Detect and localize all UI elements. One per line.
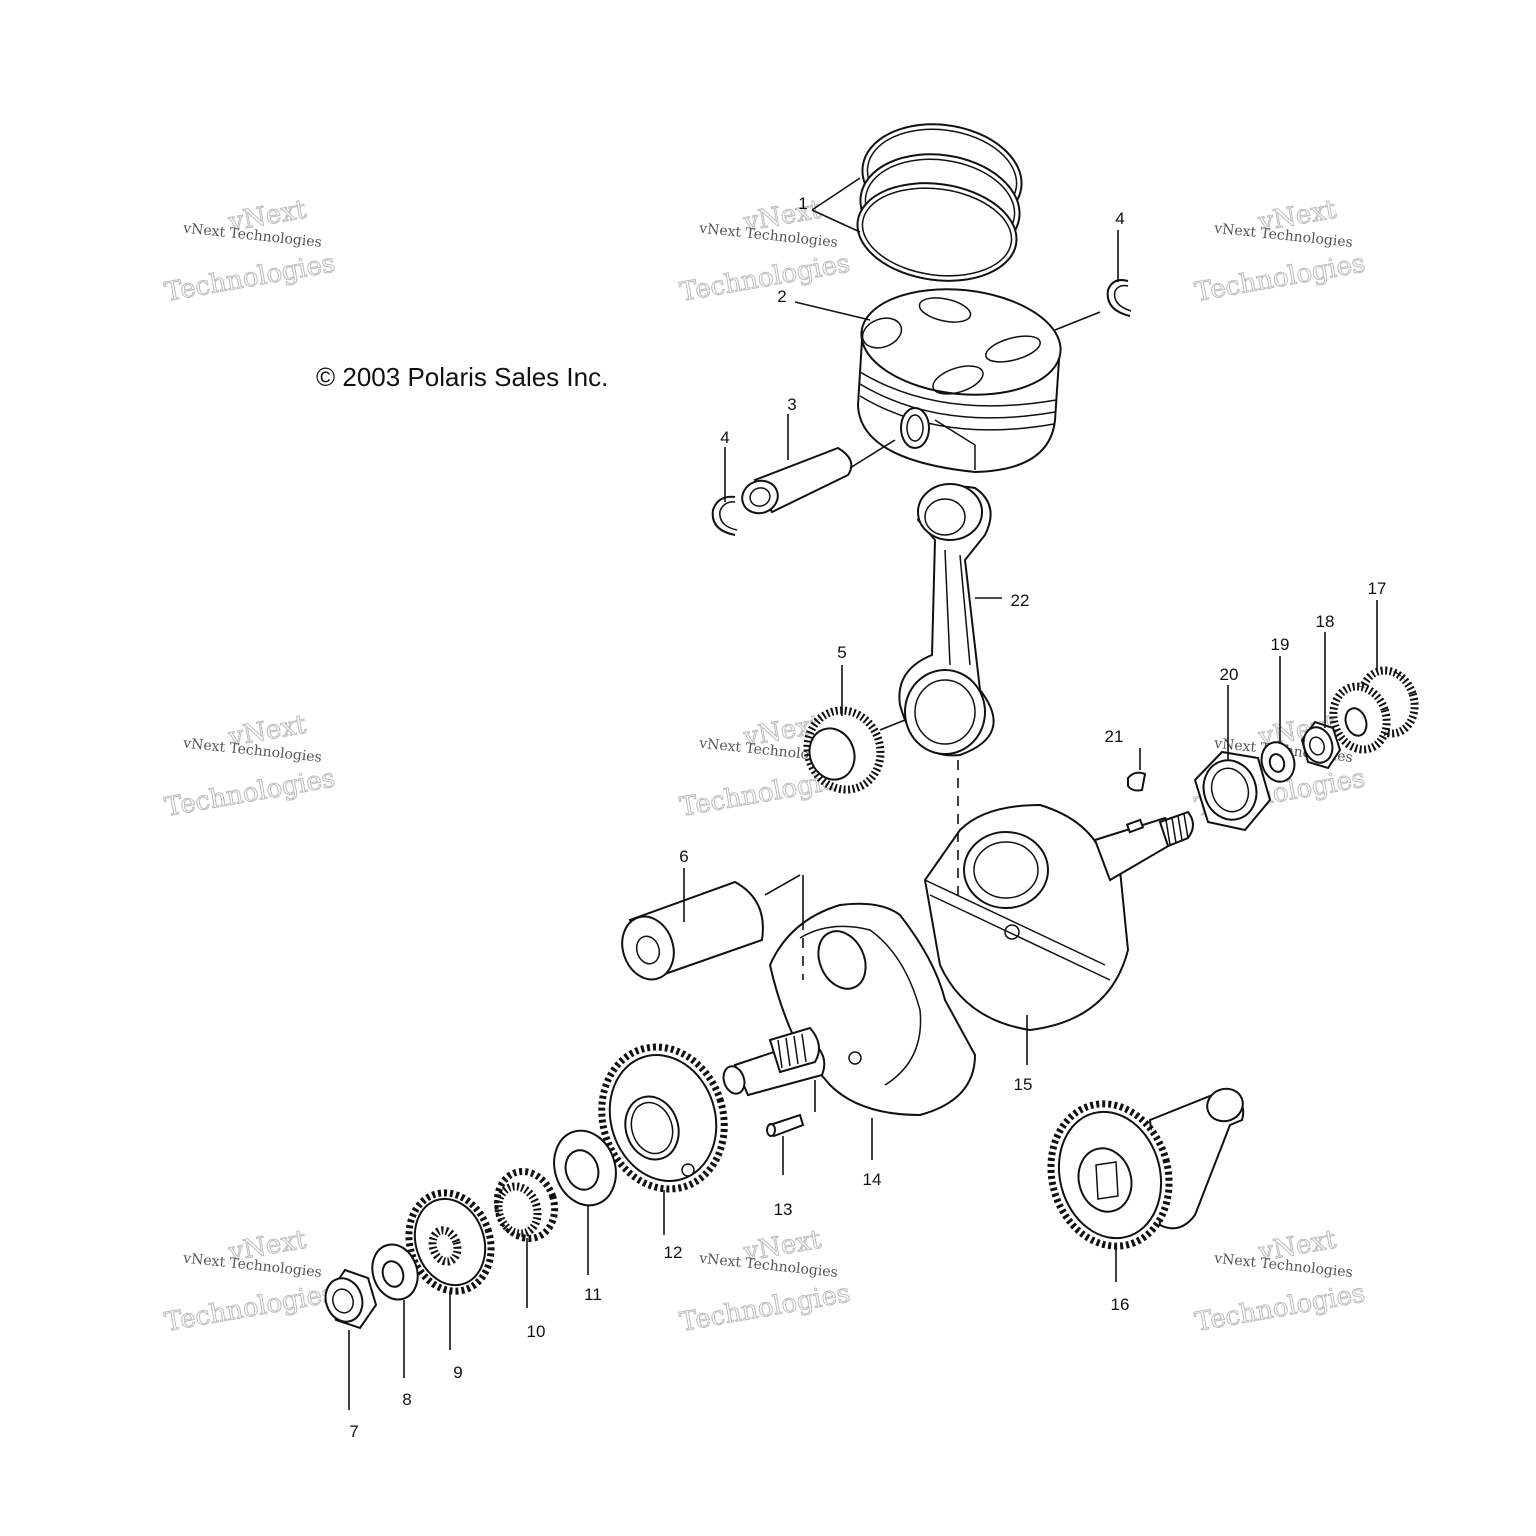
watermark-big-2: Technologies (678, 1279, 853, 1338)
crankshaft-half-right[interactable] (923, 803, 1194, 1032)
callout-21: 21 (1105, 727, 1124, 746)
callout-4-right: 4 (1115, 209, 1124, 228)
callout-7: 7 (349, 1422, 358, 1441)
callout-17: 17 (1368, 579, 1387, 598)
crankshaft-half-left[interactable] (720, 902, 977, 1117)
watermark-big-2: Technologies (1193, 1279, 1368, 1338)
copyright-text: © 2003 Polaris Sales Inc. (316, 362, 608, 392)
washer[interactable] (365, 1239, 424, 1306)
bearing[interactable] (1325, 664, 1422, 757)
callout-labels: 1 2 3 4 4 5 6 7 8 9 10 11 12 13 14 15 16… (349, 194, 1386, 1441)
callout-10: 10 (527, 1322, 546, 1341)
crank-pin[interactable] (614, 880, 764, 986)
callout-3: 3 (787, 395, 796, 414)
callout-4-left: 4 (720, 428, 729, 447)
callout-11: 11 (584, 1285, 602, 1304)
dowel-pin[interactable] (766, 1113, 805, 1138)
callout-5: 5 (837, 643, 846, 662)
washer-small[interactable] (1257, 738, 1300, 786)
callout-20: 20 (1220, 665, 1239, 684)
nut-small[interactable] (1299, 720, 1342, 770)
callout-14: 14 (863, 1170, 882, 1189)
connecting-rod[interactable] (898, 483, 995, 757)
circlip-right[interactable] (1106, 279, 1132, 317)
woodruff-key[interactable] (1127, 771, 1147, 792)
flywheel-nut[interactable] (1193, 750, 1272, 832)
thrust-washer[interactable] (545, 1123, 626, 1214)
callout-18: 18 (1316, 612, 1335, 631)
leader-lines (348, 177, 1378, 1410)
callout-6: 6 (679, 847, 688, 866)
callout-1: 1 (798, 194, 807, 213)
circlip-left[interactable] (711, 495, 738, 536)
callout-15: 15 (1014, 1075, 1033, 1094)
watermark-big-2: Technologies (678, 249, 853, 308)
drive-gear[interactable] (397, 1182, 504, 1302)
piston-rings[interactable] (851, 114, 1028, 290)
needle-bearing[interactable] (796, 700, 891, 800)
balancer-shaft[interactable] (1035, 1084, 1247, 1260)
balancer-drive-gear[interactable] (584, 1031, 743, 1205)
watermark-big-2: Technologies (1193, 249, 1368, 308)
watermark-big-2: Technologies (163, 1279, 338, 1338)
callout-13: 13 (774, 1200, 793, 1219)
nut[interactable] (320, 1268, 378, 1330)
callout-2: 2 (777, 287, 786, 306)
watermark-big-2: Technologies (163, 249, 338, 308)
piston[interactable] (856, 280, 1066, 474)
callout-12: 12 (664, 1243, 683, 1262)
watermark-big-2: Technologies (163, 764, 338, 823)
gear-bearing[interactable] (489, 1164, 563, 1246)
piston-pin[interactable] (738, 446, 853, 518)
callout-16: 16 (1111, 1295, 1130, 1314)
callout-9: 9 (453, 1363, 462, 1382)
callout-22: 22 (1011, 591, 1030, 610)
callout-8: 8 (402, 1390, 411, 1409)
callout-19: 19 (1271, 635, 1290, 654)
